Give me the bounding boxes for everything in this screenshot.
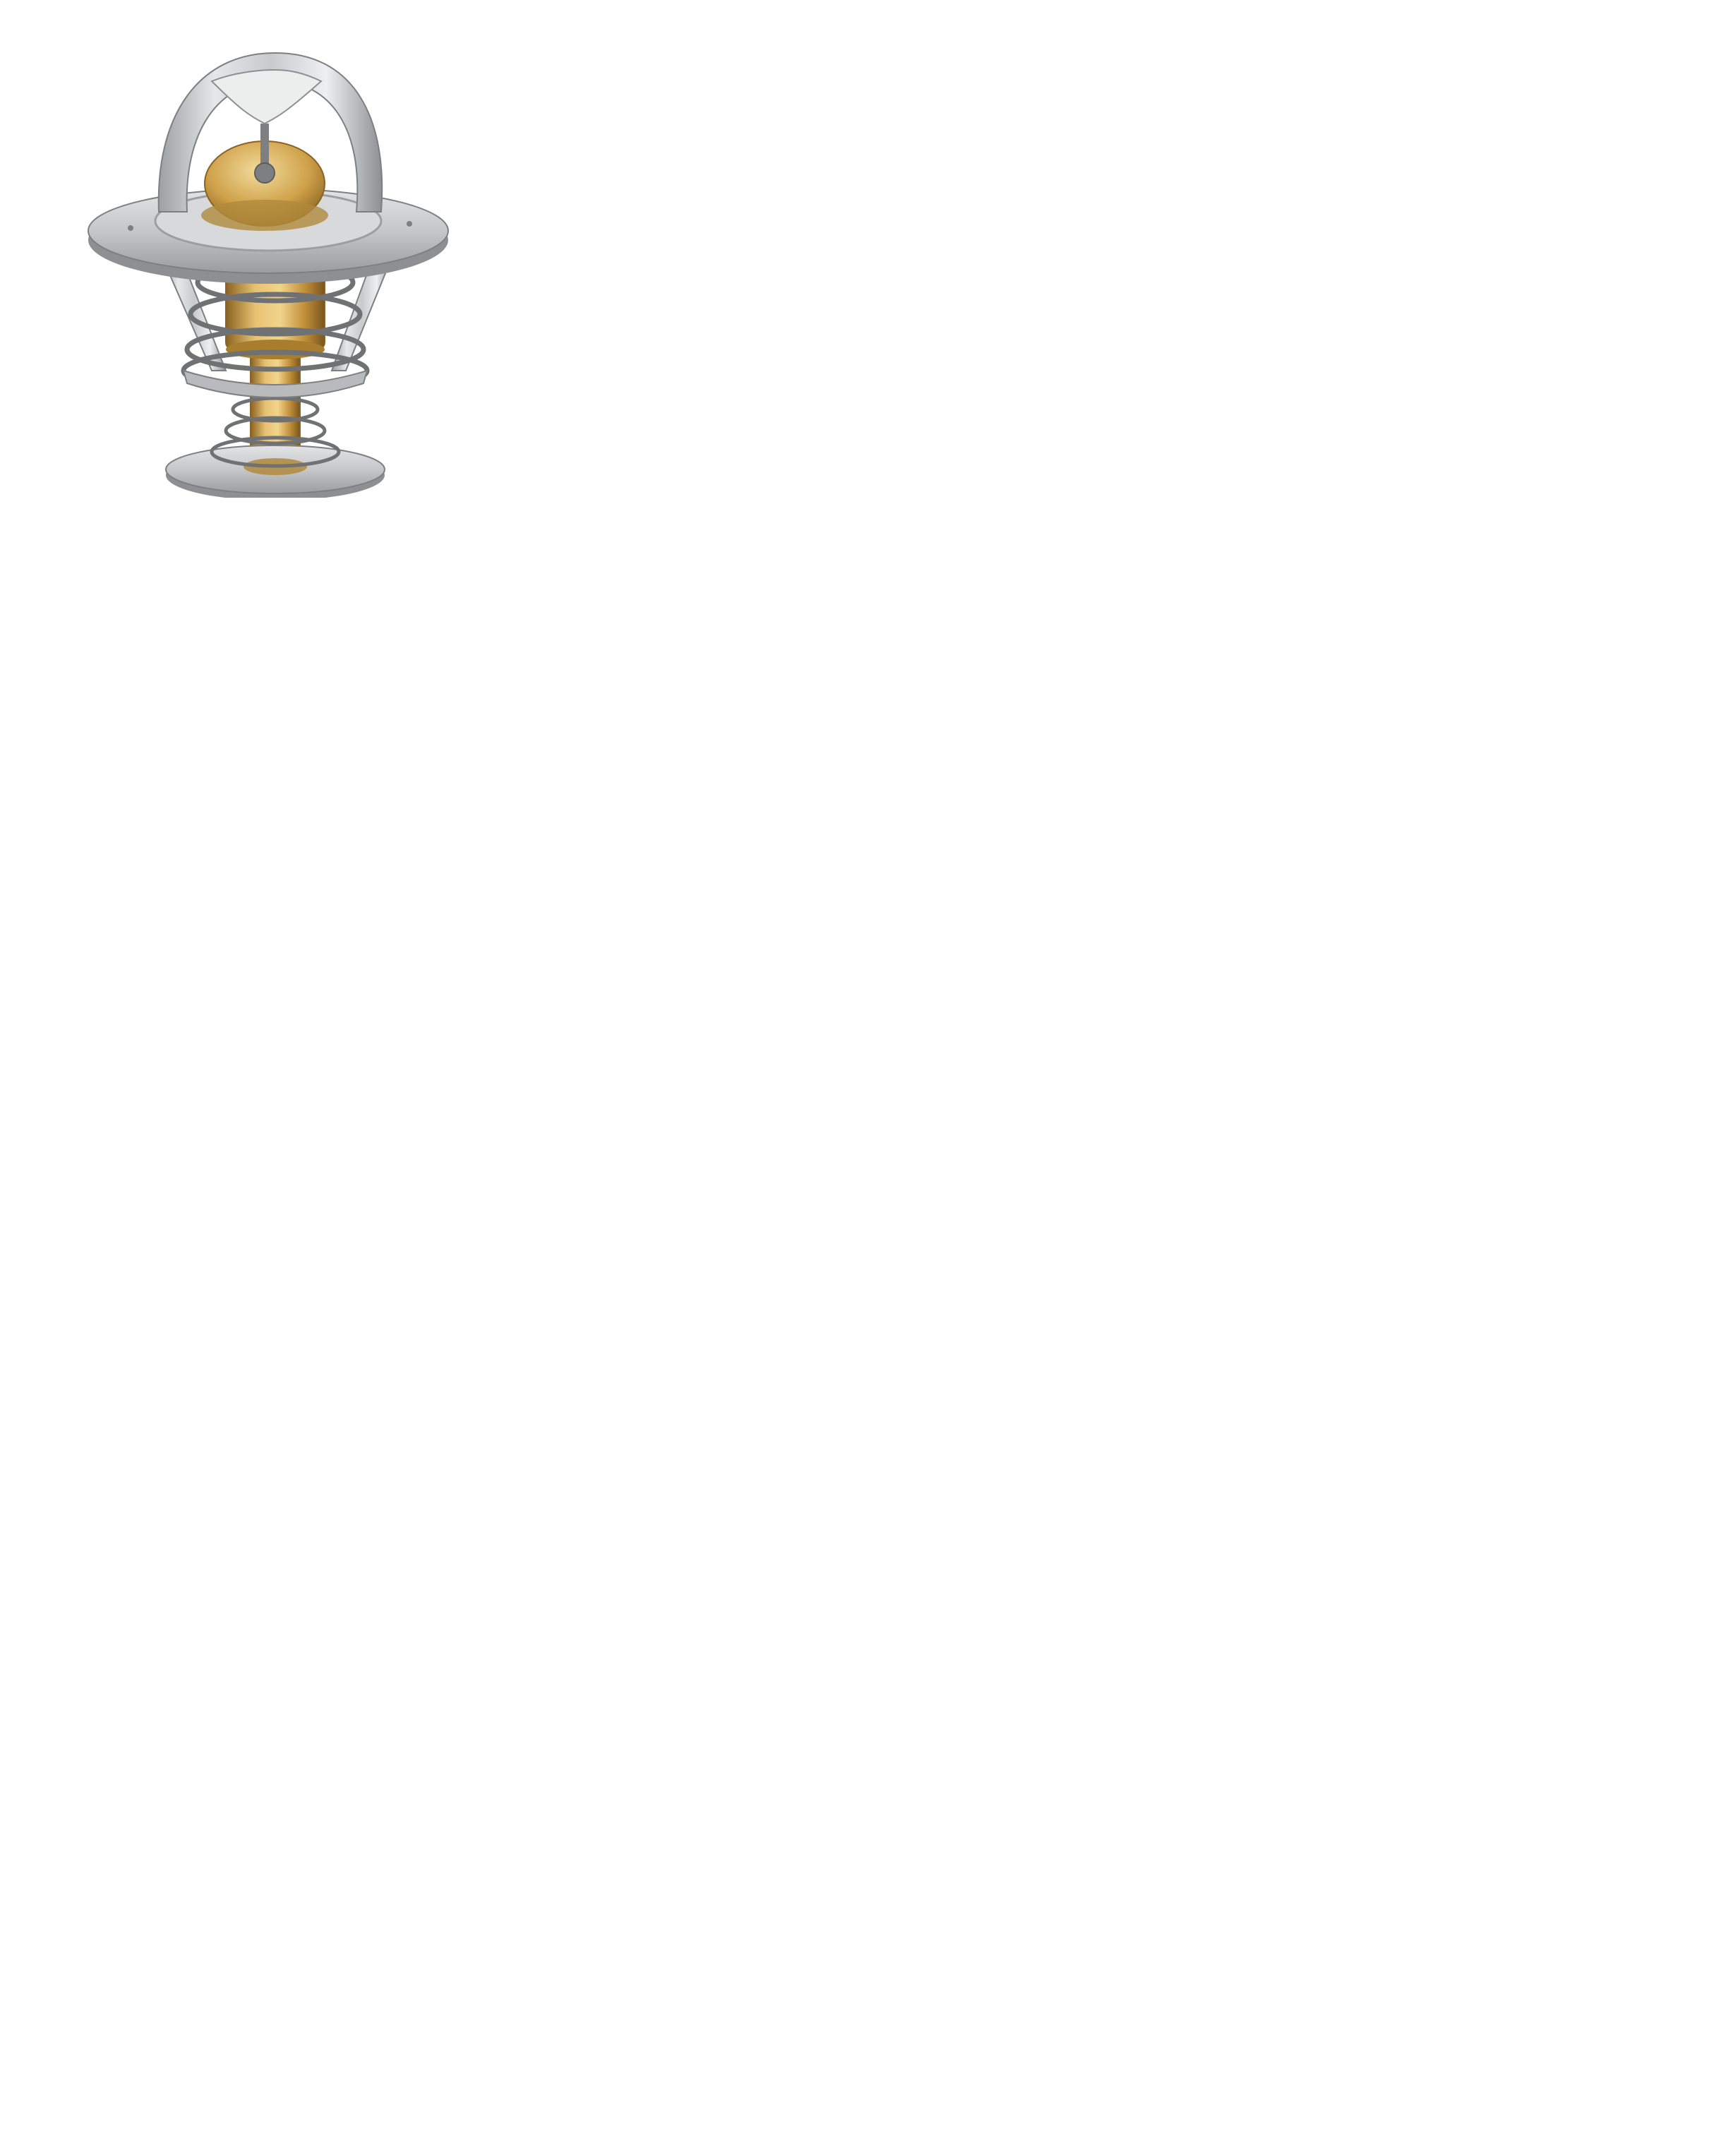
thermostat-product-image bbox=[78, 39, 459, 498]
thermostat-icon bbox=[88, 52, 449, 498]
